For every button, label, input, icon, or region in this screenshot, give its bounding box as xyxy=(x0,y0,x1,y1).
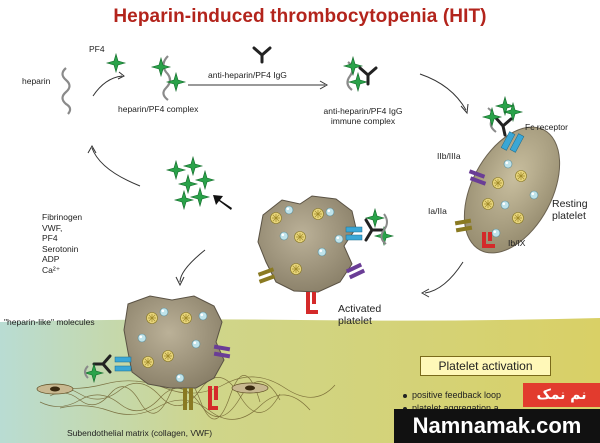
label-ia-iia: Ia/IIa xyxy=(428,206,447,216)
igg-antibody xyxy=(252,46,272,64)
factor-item: Serotonin xyxy=(42,243,79,254)
factor-item: Fibrinogen xyxy=(42,212,83,222)
factor-item: Ca²⁺ xyxy=(42,264,61,275)
factor-item: PF4 xyxy=(42,233,58,243)
activated-platelet xyxy=(257,195,394,314)
activation-bullet-1: positive feedback loop xyxy=(412,390,502,400)
platelet-activation-box: Platelet activation xyxy=(420,356,551,376)
label-heparin: heparin xyxy=(22,76,51,86)
activation-bullet-2: platelet aggregation a xyxy=(412,403,499,413)
adherent-platelet xyxy=(84,295,231,410)
factor-item: VWF, xyxy=(42,222,63,233)
label-fc-receptor: Fc receptor xyxy=(525,122,568,132)
label-iib-iiia: IIb/IIIa xyxy=(437,151,461,161)
label-resting-1: Resting xyxy=(552,198,588,210)
diagram-title: Heparin-induced thrombocytopenia (HIT) xyxy=(113,6,487,27)
released-pf4-cluster xyxy=(166,156,215,210)
pf4-star xyxy=(106,53,126,73)
label-ib-ix: Ib/IX xyxy=(508,238,526,248)
heparin-strand xyxy=(61,67,72,115)
label-heparin-like: "heparin-like" molecules xyxy=(4,317,95,327)
watermark-persian-badge: نم نمک xyxy=(523,383,600,407)
label-activated-2: platelet xyxy=(338,315,372,327)
label-igg: anti-heparin/PF4 IgG xyxy=(208,70,287,80)
label-pf4: PF4 xyxy=(89,44,105,54)
resting-platelet xyxy=(454,96,561,254)
label-resting-2: platelet xyxy=(552,210,586,222)
label-immune-complex-1: anti-heparin/PF4 IgG xyxy=(323,106,403,116)
collagen-fibers xyxy=(39,375,336,420)
label-immune-complex-2: immune complex xyxy=(330,116,396,126)
label-activated-1: Activated xyxy=(338,303,382,315)
watermark-site-banner: Namnamak.com xyxy=(394,409,600,443)
factor-item: ADP xyxy=(42,254,60,264)
heparin-pf4-complex xyxy=(151,55,186,101)
label-subendothelial-matrix: Subendothelial matrix (collagen, VWF) xyxy=(67,428,213,438)
immune-complex xyxy=(343,56,378,92)
released-factors-list: Fibrinogen VWF, PF4 Serotonin ADP Ca²⁺ xyxy=(42,212,82,275)
bullet-dot-1 xyxy=(403,394,407,398)
endothelial-cells xyxy=(36,382,269,395)
cycle-arrows xyxy=(87,71,469,298)
label-heparin-pf4-complex: heparin/PF4 complex xyxy=(118,104,199,114)
release-arrow xyxy=(213,195,232,210)
